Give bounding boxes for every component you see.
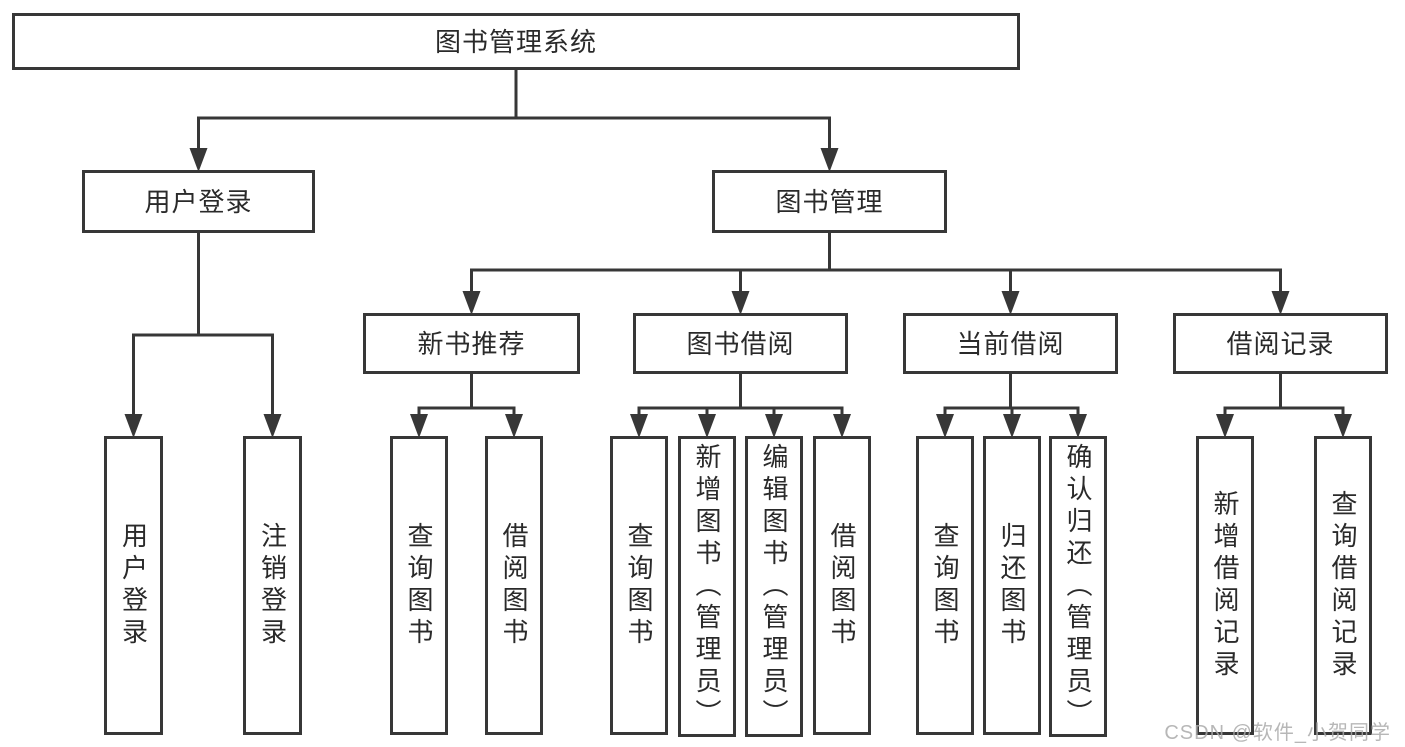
arrowhead-icon (1216, 414, 1234, 438)
node-label-book-borrowing: 图书借阅 (686, 328, 795, 359)
node-borrow-books-2: 借阅图书 (813, 436, 871, 735)
arrowhead-icon (1271, 291, 1290, 315)
node-label-add-books-admin: 新增图书（管理员） (692, 442, 722, 731)
arrowhead-icon (505, 414, 523, 438)
node-label-query-borrow-record: 查询借阅记录 (1328, 489, 1358, 682)
arrowhead-icon (462, 291, 481, 315)
node-label-borrow-books-2: 借阅图书 (827, 521, 857, 650)
node-label-user-login: 用户登录 (144, 186, 253, 217)
node-current-borrowing: 当前借阅 (903, 313, 1118, 374)
arrowhead-icon (936, 414, 954, 438)
node-confirm-return-admin: 确认归还（管理员） (1049, 436, 1107, 737)
node-label-edit-books-admin: 编辑图书（管理员） (759, 442, 789, 731)
node-label-query-books-3: 查询图书 (930, 521, 960, 650)
node-label-current-borrowing: 当前借阅 (956, 328, 1065, 359)
node-label-confirm-return-admin: 确认归还（管理员） (1063, 442, 1093, 731)
arrowhead-icon (1001, 291, 1020, 315)
arrowhead-icon (630, 414, 648, 438)
arrowhead-icon (189, 148, 208, 172)
arrowhead-icon (1003, 414, 1021, 438)
node-logout-leaf: 注销登录 (243, 436, 302, 735)
node-query-books-2: 查询图书 (610, 436, 668, 735)
node-label-book-management: 图书管理 (775, 186, 884, 217)
arrowhead-icon (124, 414, 143, 438)
node-add-borrow-record: 新增借阅记录 (1196, 436, 1254, 735)
node-root: 图书管理系统 (12, 13, 1020, 70)
node-label-logout-leaf: 注销登录 (257, 521, 288, 650)
node-label-borrowing-records: 借阅记录 (1226, 328, 1335, 359)
node-label-query-books-1: 查询图书 (404, 521, 434, 650)
arrowhead-icon (410, 414, 428, 438)
node-label-borrow-books-1: 借阅图书 (499, 521, 529, 650)
node-add-books-admin: 新增图书（管理员） (678, 436, 736, 737)
node-query-books-1: 查询图书 (390, 436, 448, 735)
node-label-return-books: 归还图书 (997, 521, 1027, 650)
node-label-root: 图书管理系统 (434, 26, 597, 57)
node-user-login-leaf: 用户登录 (104, 436, 163, 735)
node-label-add-borrow-record: 新增借阅记录 (1210, 489, 1240, 682)
node-book-management: 图书管理 (712, 170, 947, 233)
arrowhead-icon (820, 148, 839, 172)
arrowhead-icon (833, 414, 851, 438)
node-user-login: 用户登录 (82, 170, 315, 233)
node-label-user-login-leaf: 用户登录 (118, 521, 149, 650)
node-new-book-recommend: 新书推荐 (363, 313, 580, 374)
node-borrow-books-1: 借阅图书 (485, 436, 543, 735)
node-return-books: 归还图书 (983, 436, 1041, 735)
node-book-borrowing: 图书借阅 (633, 313, 848, 374)
node-query-books-3: 查询图书 (916, 436, 974, 735)
arrowhead-icon (765, 414, 783, 438)
node-label-new-book-recommend: 新书推荐 (417, 328, 526, 359)
node-edit-books-admin: 编辑图书（管理员） (745, 436, 803, 737)
arrowhead-icon (1334, 414, 1352, 438)
node-query-borrow-record: 查询借阅记录 (1314, 436, 1372, 735)
node-borrowing-records: 借阅记录 (1173, 313, 1388, 374)
arrowhead-icon (698, 414, 716, 438)
arrowhead-icon (263, 414, 282, 438)
node-label-query-books-2: 查询图书 (624, 521, 654, 650)
arrowhead-icon (1069, 414, 1087, 438)
arrowhead-icon (731, 291, 750, 315)
